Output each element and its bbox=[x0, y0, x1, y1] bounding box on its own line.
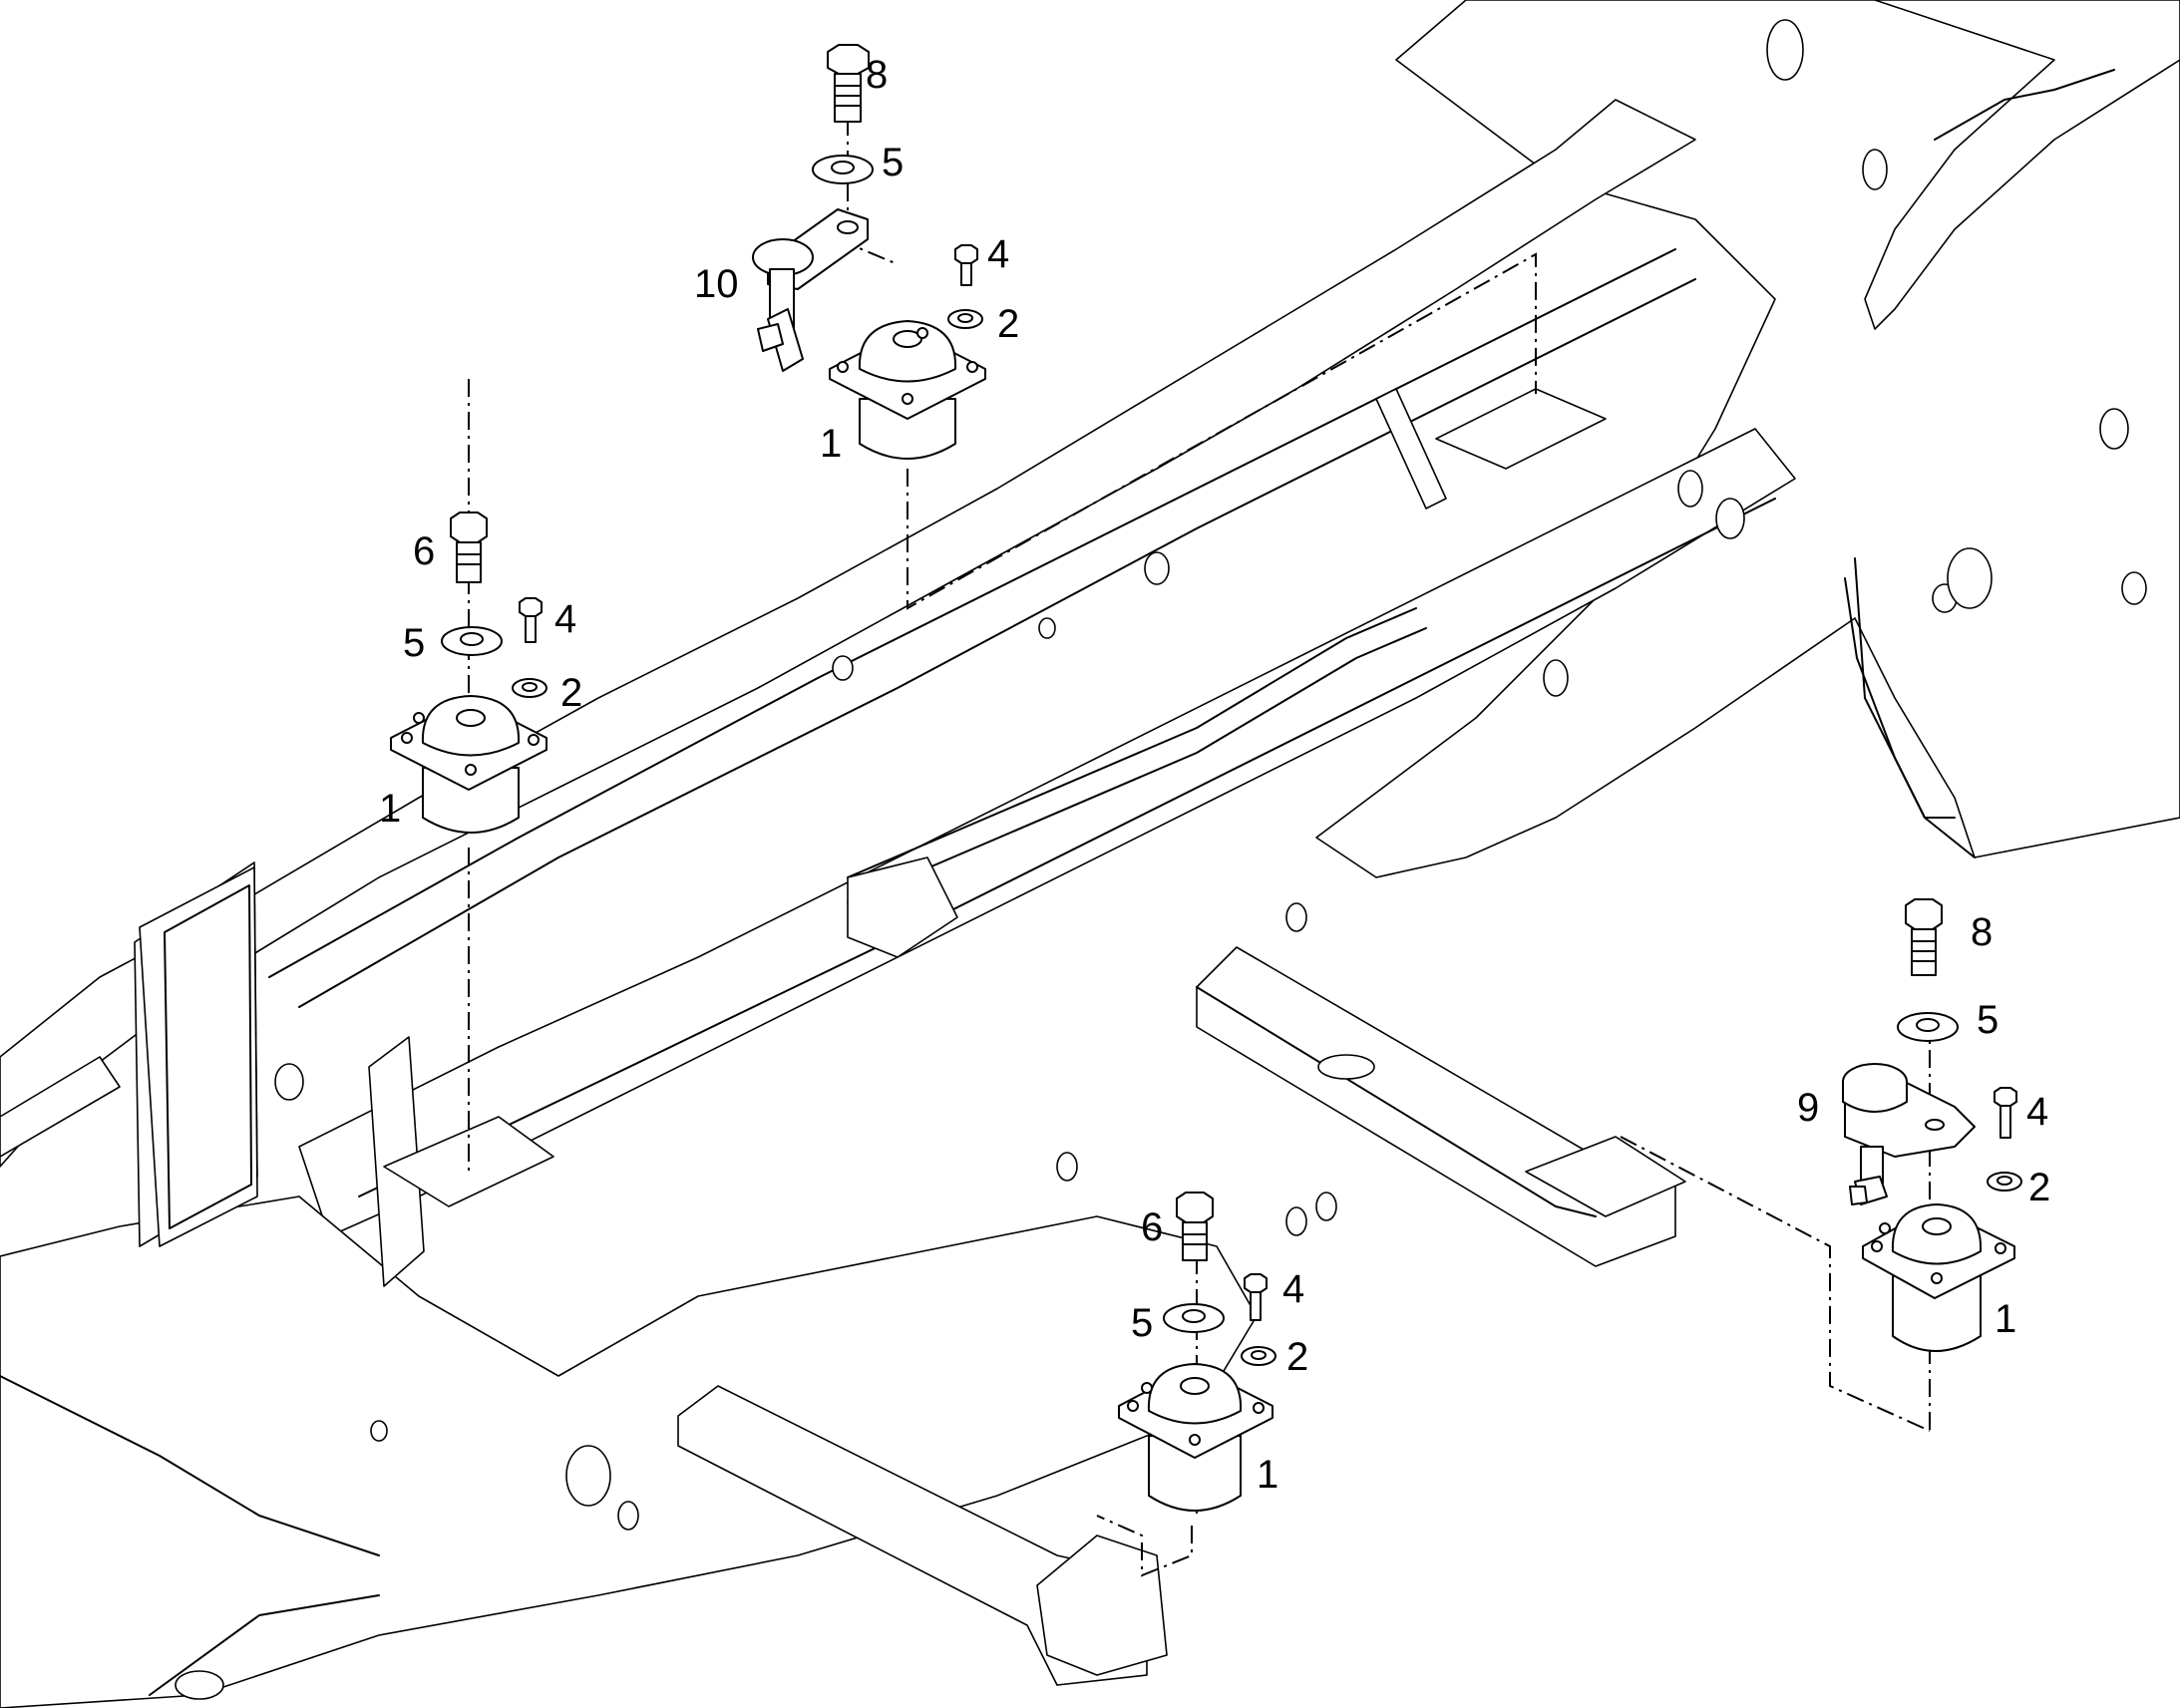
washer-5-top bbox=[812, 155, 874, 184]
stop-bracket-10 bbox=[752, 208, 869, 372]
bolt-8-top bbox=[827, 44, 870, 123]
callout-washer-2-bottom: 2 bbox=[1286, 1335, 1308, 1379]
callout-screw-4-left: 4 bbox=[554, 597, 576, 641]
callout-bolt-8-top: 8 bbox=[866, 53, 888, 97]
arm-edge bbox=[1934, 69, 2115, 141]
bolt-6-left bbox=[450, 512, 488, 583]
lower-frame-rail bbox=[298, 428, 1796, 1237]
washer-5-bottom bbox=[1163, 1303, 1225, 1333]
centerline-right-mount bbox=[1620, 1136, 1931, 1432]
top-mount-bracket bbox=[1435, 388, 1607, 470]
upper-arm-bracket bbox=[1864, 0, 2180, 330]
washer-2-right bbox=[1987, 1172, 2022, 1192]
callout-bracket-9: 9 bbox=[1797, 1086, 1819, 1130]
callout-washer-5-bottom: 5 bbox=[1131, 1301, 1153, 1345]
callout-washer-5-right: 5 bbox=[1977, 998, 1998, 1042]
callout-washer-5-top: 5 bbox=[882, 141, 904, 184]
rail-crease bbox=[268, 248, 1676, 978]
rail-upper-edge bbox=[298, 278, 1696, 1008]
callout-labels: 8 5 10 4 2 1 6 5 4 2 1 8 5 9 4 2 1 6 4 5… bbox=[379, 53, 2050, 1497]
stop-bracket-9 bbox=[1842, 1063, 1976, 1205]
callout-bracket-10: 10 bbox=[694, 262, 739, 306]
linkage-box bbox=[847, 856, 958, 958]
left-rubber-pad-inner bbox=[164, 884, 252, 1229]
washer-5-left bbox=[441, 626, 503, 656]
rubber-mount-1-left bbox=[390, 695, 547, 834]
top-bracket-web bbox=[1375, 388, 1447, 510]
bolt-8-right bbox=[1905, 898, 1943, 976]
front-cross-member bbox=[677, 1385, 1148, 1686]
mount-assembly-top bbox=[752, 44, 986, 460]
callout-washer-2-left: 2 bbox=[560, 671, 582, 715]
callout-washer-2-right: 2 bbox=[2028, 1166, 2050, 1209]
front-mount-pad bbox=[1036, 1535, 1168, 1676]
rubber-mount-1-top bbox=[829, 320, 986, 460]
frame-holes bbox=[175, 19, 2147, 1700]
screw-4-left bbox=[519, 597, 543, 643]
callout-mount-1-bottom: 1 bbox=[1257, 1453, 1278, 1497]
rear-plate-edge-inner bbox=[1844, 577, 1956, 819]
callout-screw-4-bottom: 4 bbox=[1282, 1267, 1304, 1311]
callout-bolt-6-left: 6 bbox=[413, 529, 435, 573]
callout-screw-4-right: 4 bbox=[2026, 1090, 2048, 1134]
callout-mount-1-right: 1 bbox=[1995, 1297, 2016, 1341]
lower-left-edge-2 bbox=[149, 1594, 380, 1696]
callout-washer-2-top: 2 bbox=[997, 302, 1019, 346]
center-cross-member bbox=[1196, 946, 1676, 1267]
screw-4-right bbox=[1994, 1087, 2017, 1139]
callout-washer-5-left: 5 bbox=[403, 621, 425, 665]
left-frame-uprights bbox=[0, 1056, 121, 1158]
rubber-mount-1-right bbox=[1862, 1203, 2015, 1352]
left-rubber-pad bbox=[139, 866, 258, 1247]
linkage-rod bbox=[847, 607, 1417, 878]
lower-rail-edge bbox=[358, 498, 1776, 1197]
linkage-rod-edge bbox=[847, 627, 1427, 903]
cross-member-pad bbox=[1525, 1136, 1686, 1217]
washer-2-top bbox=[947, 309, 983, 329]
centerline-top-mount bbox=[907, 252, 1537, 610]
screw-4-top bbox=[954, 244, 978, 286]
bolt-6-bottom bbox=[1176, 1192, 1214, 1261]
callout-mount-1-left: 1 bbox=[379, 787, 401, 831]
washer-2-left bbox=[512, 678, 547, 698]
lower-left-structure bbox=[0, 1196, 1258, 1708]
mount-assembly-bottom bbox=[1118, 1192, 1276, 1512]
mount-assembly-left bbox=[390, 512, 547, 834]
callout-bolt-6-bottom: 6 bbox=[1141, 1205, 1163, 1249]
lower-left-edge bbox=[0, 1375, 380, 1556]
centerline-front-mount bbox=[1096, 1515, 1193, 1577]
cross-member-edge bbox=[1196, 986, 1597, 1217]
callout-mount-1-top: 1 bbox=[820, 422, 842, 466]
washer-5-right bbox=[1897, 1012, 1959, 1042]
upper-frame-rail bbox=[0, 99, 1696, 1168]
callout-screw-4-top: 4 bbox=[987, 232, 1009, 276]
washer-2-bottom bbox=[1241, 1346, 1276, 1366]
callout-bolt-8-right: 8 bbox=[1971, 910, 1993, 954]
rubber-mount-1-bottom bbox=[1118, 1363, 1273, 1512]
mount-assembly-right bbox=[1842, 898, 2022, 1352]
screw-4-bottom bbox=[1244, 1273, 1268, 1321]
